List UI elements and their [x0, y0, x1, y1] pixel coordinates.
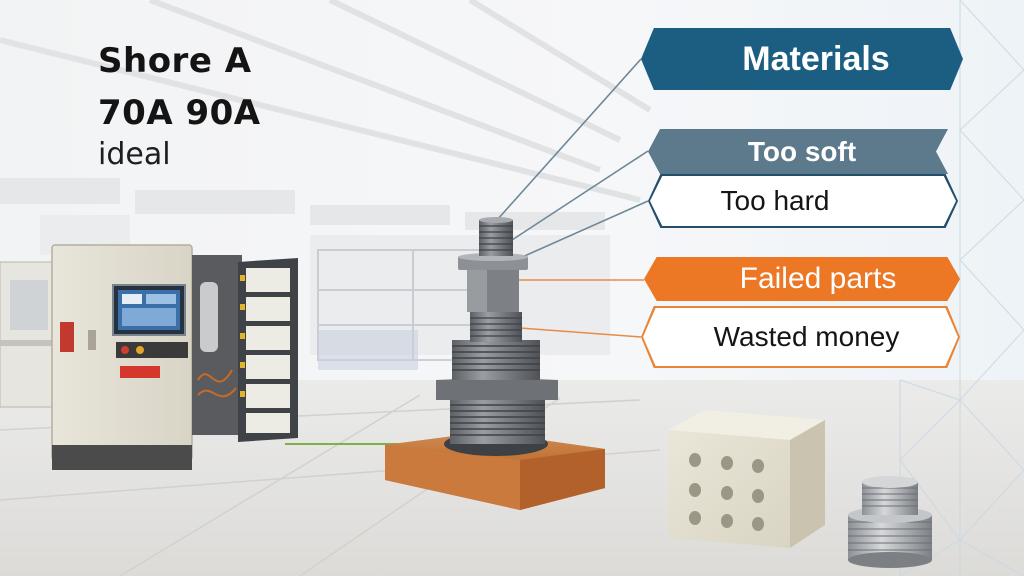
shore-range: 70A 90A: [98, 93, 261, 133]
too-hard-label: Too hard: [720, 185, 830, 216]
machine-cabinet: [51, 244, 298, 470]
wasted-money-tag: Wasted money: [641, 306, 960, 368]
threaded-fitting: [436, 217, 558, 456]
too-soft-tag: Too soft: [648, 129, 948, 174]
failed-parts-tag: Failed parts: [644, 257, 960, 301]
materials-label: Materials: [742, 40, 890, 78]
porous-block: [668, 410, 825, 548]
coin-stack: [848, 476, 932, 568]
too-soft-label: Too soft: [747, 135, 857, 167]
failed-parts-label: Failed parts: [739, 262, 897, 295]
wasted-money-label: Wasted money: [713, 321, 900, 352]
shore-ideal-note: ideal: [98, 137, 171, 172]
materials-tag: Materials: [641, 28, 963, 90]
shore-title: Shore A: [98, 41, 252, 81]
too-hard-tag: Too hard: [648, 174, 958, 228]
